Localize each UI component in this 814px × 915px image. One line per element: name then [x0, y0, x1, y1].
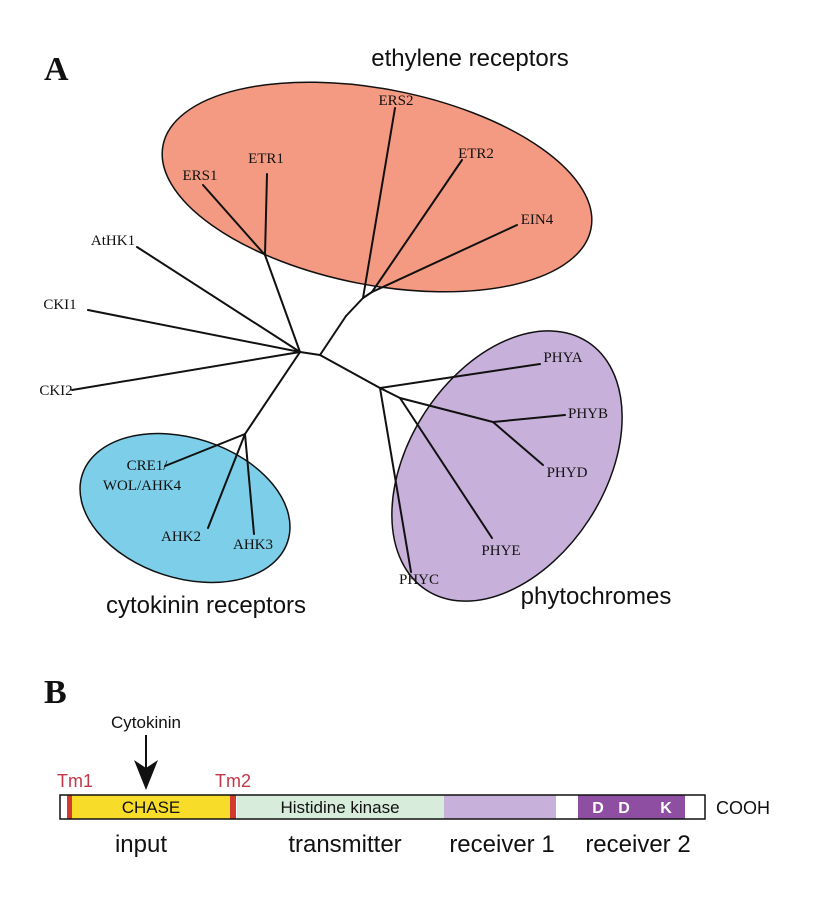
leaf-phye: PHYE	[481, 543, 520, 559]
leaf-ahk3: AHK3	[233, 537, 273, 553]
phylogenetic-tree	[71, 107, 566, 573]
motif-d2-label: D	[618, 800, 630, 817]
tm2-label: Tm2	[215, 771, 251, 791]
branch-ers2	[362, 107, 396, 299]
chase-label: CHASE	[122, 798, 181, 817]
branch-cki1	[87, 309, 301, 353]
panel-a-label: A	[44, 51, 69, 88]
leaf-phya: PHYA	[543, 350, 582, 366]
receiver-1-domain	[444, 795, 556, 819]
branch-etr2-ein4	[362, 291, 373, 299]
leaf-ers2: ERS2	[378, 93, 413, 109]
branch-phyd	[492, 421, 544, 466]
input-domain-label: input	[115, 831, 167, 858]
cooh-label: COOH	[716, 798, 770, 818]
branch-phybd-stem	[399, 397, 494, 423]
branch-ethylene-inner	[345, 297, 364, 317]
leaf-phyc: PHYC	[399, 572, 439, 588]
tm2-segment	[230, 795, 236, 819]
branch-etr1-ers1-stem	[264, 254, 301, 353]
cytokinin-ligand-label: Cytokinin	[111, 713, 181, 732]
branch-phytochrome-stem	[319, 354, 381, 389]
branch-ahk2	[207, 433, 246, 529]
branch-phytochrome-inner	[379, 387, 401, 399]
branch-cytokinin-stem	[244, 351, 301, 435]
protein-domain-bar	[59, 794, 706, 820]
branch-etr2	[371, 159, 463, 293]
receiver-2-domain	[578, 795, 685, 819]
branch-phyb	[492, 414, 566, 423]
branch-ahk3	[244, 433, 255, 535]
branch-root	[299, 351, 321, 356]
cytokinin-receptors-label: cytokinin receptors	[106, 592, 306, 619]
branch-athk1	[136, 246, 301, 353]
branch-phye	[399, 397, 493, 539]
branch-cre1	[164, 433, 246, 467]
leaf-athk1: AtHK1	[91, 233, 135, 249]
leaf-ahk2: AHK2	[161, 529, 201, 545]
receiver-2-domain-label: receiver 2	[585, 831, 690, 858]
leaf-ein4: EIN4	[521, 212, 554, 228]
branch-phyc	[379, 387, 412, 573]
tm1-label: Tm1	[57, 771, 93, 791]
transmitter-domain-label: transmitter	[288, 831, 401, 858]
phytochromes-label: phytochromes	[521, 583, 672, 610]
phytochromes-ellipse	[391, 330, 623, 602]
branch-cki2	[71, 351, 301, 391]
leaf-cki1: CKI1	[43, 297, 76, 313]
panel-b-label: B	[44, 674, 67, 711]
binding-arrow	[134, 735, 158, 790]
leaf-cki2: CKI2	[39, 383, 72, 399]
leaf-cre1-line2: WOL/AHK4	[103, 478, 182, 494]
motif-k-label: K	[660, 800, 672, 817]
branch-ein4	[371, 224, 518, 293]
leaf-ers1: ERS1	[182, 168, 217, 184]
chase-domain	[72, 795, 230, 819]
motif-d1-label: D	[592, 800, 604, 817]
leaf-etr1: ETR1	[248, 151, 284, 167]
ethylene-receptors-label: ethylene receptors	[371, 45, 568, 72]
tm1-segment	[67, 795, 72, 819]
branch-ers1	[202, 184, 266, 256]
protein-outline	[59, 794, 706, 820]
leaf-cre1-line1: CRE1/	[127, 458, 169, 474]
leaf-phyd: PHYD	[547, 465, 588, 481]
branch-phya	[379, 363, 541, 389]
branch-etr1	[264, 173, 268, 256]
receiver-1-domain-label: receiver 1	[449, 831, 554, 858]
histidine-kinase-domain	[237, 795, 444, 819]
histidine-kinase-label: Histidine kinase	[280, 798, 399, 817]
branch-ethylene-stem	[319, 315, 347, 356]
leaf-etr2: ETR2	[458, 146, 494, 162]
cytokinin-receptors-ellipse	[79, 432, 291, 584]
leaf-phyb: PHYB	[568, 406, 608, 422]
